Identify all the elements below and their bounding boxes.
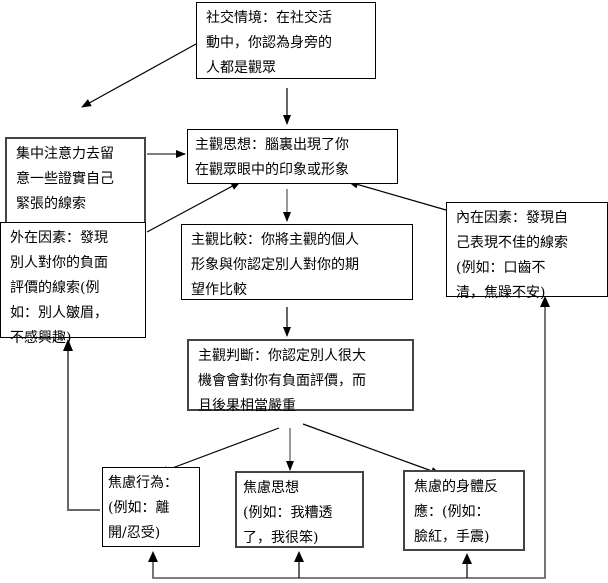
node-text: 社交情境：在社交活 — [206, 10, 332, 26]
node-text: (例如：口齒不 — [456, 260, 546, 276]
node-text: (例如：離 — [108, 500, 170, 516]
arrow-judgment-to-body — [302, 423, 441, 475]
node-text: 主觀判斷：你認定別人很大 — [198, 348, 366, 364]
node-text: 不感興趣) — [10, 330, 72, 346]
node-anxious-thought: 焦慮思想 (例如：我糟透 了，我很笨) — [235, 471, 364, 548]
node-text: 己表現不佳的線索 — [456, 235, 568, 251]
node-text: 別人對你的負面 — [10, 255, 108, 271]
node-text: 應：(例如： — [414, 504, 490, 520]
node-subjective-comparison: 主觀比較：你將主觀的個人 形象與你認定別人對你的期 望作比較 — [181, 224, 413, 300]
node-text: 清，焦躁不安) — [456, 285, 546, 301]
node-text: 人都是觀眾 — [206, 60, 276, 76]
feedback-behavior-to-external — [67, 345, 100, 511]
node-subjective-thought: 主觀思想：腦裏出現了你 在觀眾眼中的印象或形象 — [187, 129, 398, 184]
node-text: 內在因素：發現自 — [456, 210, 568, 226]
node-subjective-judgment: 主觀判斷：你認定別人很大 機會會對你有負面評價，而 且後果相當嚴重 — [187, 339, 414, 414]
node-text: 望作比較 — [191, 282, 247, 298]
arrow-internal-to-thought — [348, 180, 447, 211]
node-anxious-behavior: 焦慮行為： (例如：離 開/忍受) — [102, 467, 200, 547]
node-anxious-body: 焦慮的身體反 應：(例如： 臉紅，手震) — [403, 470, 525, 551]
node-text: 如：別人皺眉， — [10, 305, 108, 321]
feedback-bottom-loop — [152, 300, 546, 579]
node-text: 臉紅，手震) — [414, 529, 490, 545]
arrow-social-to-focus — [81, 43, 197, 108]
node-text: 緊張的線索 — [16, 196, 86, 212]
node-text: 開/忍受) — [108, 525, 161, 541]
node-focus-attention: 集中注意力去留 意一些證實自己 緊張的線索 — [5, 137, 146, 228]
node-text: 集中注意力去留 — [16, 146, 114, 162]
node-text: 且後果相當嚴重 — [198, 398, 296, 414]
arrow-external-to-thought — [146, 181, 241, 233]
node-text: 了，我很笨) — [243, 530, 319, 546]
node-external-factor: 外在因素：發現 別人對你的負面 評價的線索(例 如：別人皺眉， 不感興趣) — [0, 222, 146, 346]
node-text: 機會會對你有負面評價，而 — [198, 373, 366, 389]
node-text: 主觀思想：腦裏出現了你 — [195, 137, 349, 153]
node-text: 形象與你認定別人對你的期 — [191, 257, 359, 273]
node-text: 焦慮思想 — [243, 480, 299, 496]
node-text: (例如：我糟透 — [243, 505, 333, 521]
node-text: 意一些證實自己 — [16, 171, 114, 187]
node-text: 外在因素：發現 — [10, 230, 108, 246]
node-social-situation: 社交情境：在社交活 動中，你認為身旁的 人都是觀眾 — [196, 2, 376, 79]
node-text: 在觀眾眼中的印象或形象 — [195, 162, 349, 178]
node-internal-factor: 內在因素：發現自 己表現不佳的線索 (例如：口齒不 清，焦躁不安) — [446, 202, 608, 301]
node-text: 評價的線索(例 — [10, 280, 100, 296]
node-text: 焦慮行為： — [108, 475, 178, 491]
node-text: 焦慮的身體反 — [414, 479, 498, 495]
arrow-judgment-to-behavior — [158, 427, 280, 474]
node-text: 動中，你認為身旁的 — [206, 35, 332, 51]
node-text: 主觀比較：你將主觀的個人 — [191, 232, 359, 248]
